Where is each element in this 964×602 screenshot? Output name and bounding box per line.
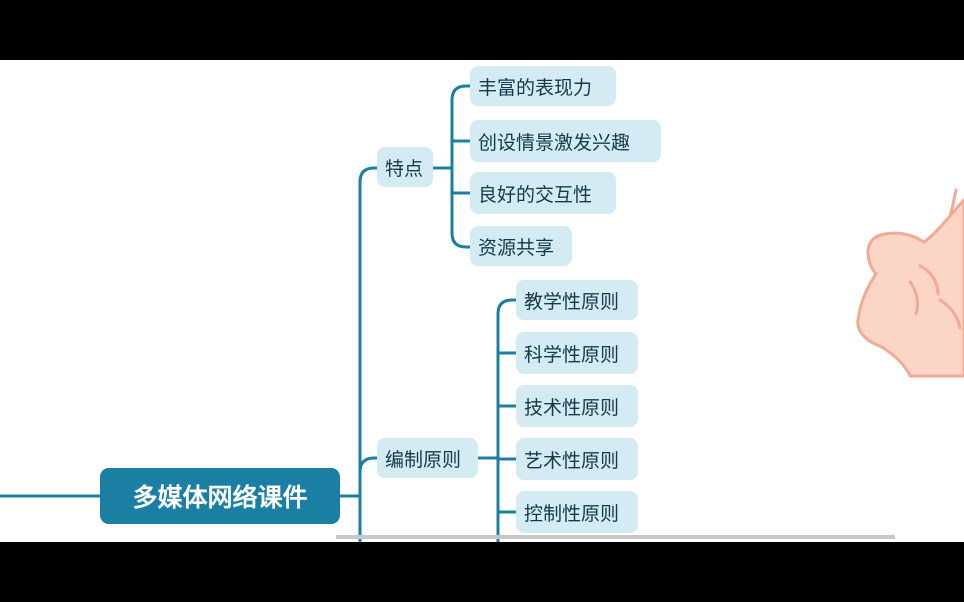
principle-node-4[interactable]: 艺术性原则 xyxy=(516,438,638,480)
principle-node-3[interactable]: 技术性原则 xyxy=(516,385,638,427)
principle-node-1[interactable]: 教学性原则 xyxy=(516,280,638,320)
mindmap-canvas: 多媒体网络课件 特点 丰富的表现力 创设情景激发兴趣 良好的交互性 资源共享 编… xyxy=(0,60,964,542)
hand-pointer-icon xyxy=(856,188,964,378)
principle-node-2[interactable]: 科学性原则 xyxy=(516,332,638,374)
connector-branch1-bottom xyxy=(450,220,472,249)
horizontal-scrollbar[interactable] xyxy=(336,535,895,539)
connector-main-trunk xyxy=(358,166,379,542)
connector-trunk-branch2 xyxy=(358,456,379,474)
branch-node-principles[interactable]: 编制原则 xyxy=(377,438,478,478)
root-node[interactable]: 多媒体网络课件 xyxy=(100,468,340,524)
connector-branch1-top xyxy=(450,84,472,102)
connector-lines xyxy=(0,84,518,542)
feature-node-4[interactable]: 资源共享 xyxy=(470,226,572,266)
connector-branch2-top xyxy=(496,298,518,316)
branch-node-features[interactable]: 特点 xyxy=(377,147,433,187)
feature-node-3[interactable]: 良好的交互性 xyxy=(470,172,616,214)
feature-node-1[interactable]: 丰富的表现力 xyxy=(470,66,616,106)
principle-node-5[interactable]: 控制性原则 xyxy=(516,491,638,533)
feature-node-2[interactable]: 创设情景激发兴趣 xyxy=(470,120,661,162)
